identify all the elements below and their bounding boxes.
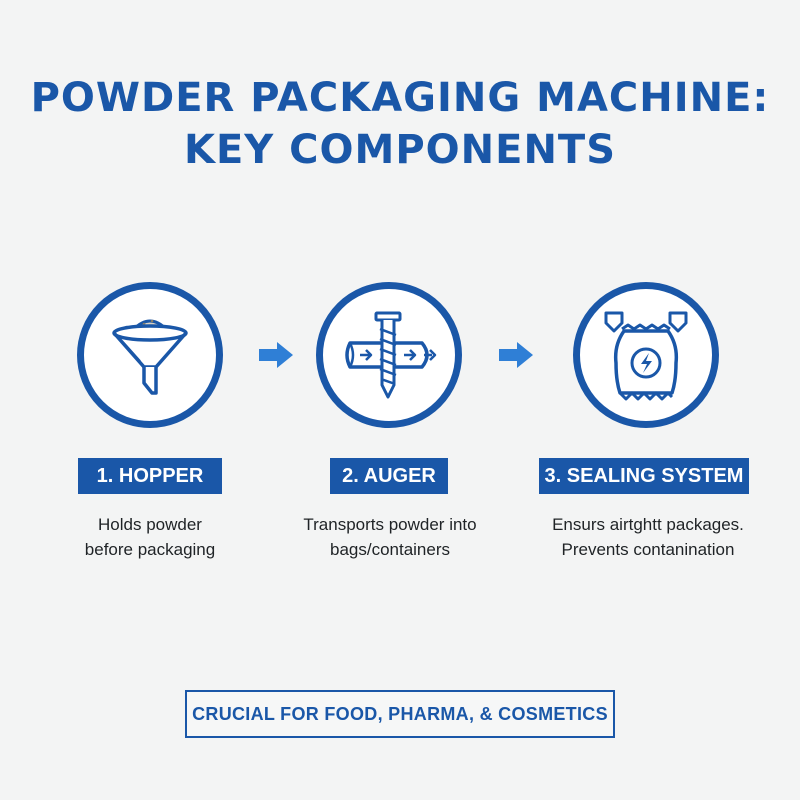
- desc-line: Prevents contanination: [561, 540, 735, 559]
- arrow-right-icon: [259, 342, 293, 368]
- auger-screw-icon: [345, 311, 437, 399]
- step-description-sealing-system: Ensurs airtghtt packages. Prevents conta…: [538, 512, 758, 562]
- desc-line: Holds powder: [98, 515, 202, 534]
- step-description-auger: Transports powder into bags/containers: [290, 512, 490, 562]
- step-label-hopper: 1. HOPPER: [78, 458, 222, 494]
- footer-banner: CRUCIAL FOR FOOD, PHARMA, & COSMETICS: [185, 690, 615, 738]
- desc-line: before packaging: [84, 540, 216, 559]
- step-label-auger: 2. AUGER: [330, 458, 448, 494]
- auger-circle: [316, 282, 462, 428]
- page-title: POWDER PACKAGING MACHINE: KEY COMPONENTS: [0, 72, 800, 176]
- arrow-right-icon: [499, 342, 533, 368]
- title-line-1: POWDER PACKAGING MACHINE:: [30, 75, 770, 121]
- sealing-circle: [573, 282, 719, 428]
- step-label-sealing-system: 3. SEALING SYSTEM: [539, 458, 749, 494]
- desc-line: bags/containers: [329, 540, 451, 559]
- desc-line: Transports powder into: [303, 515, 477, 534]
- sealed-bag-icon: [604, 311, 688, 401]
- title-line-2: KEY COMPONENTS: [183, 127, 617, 173]
- step-description-hopper: Holds powder before packaging: [50, 512, 250, 562]
- hopper-circle: [77, 282, 223, 428]
- funnel-icon: [112, 319, 188, 395]
- desc-line: Ensurs airtghtt packages.: [552, 515, 744, 534]
